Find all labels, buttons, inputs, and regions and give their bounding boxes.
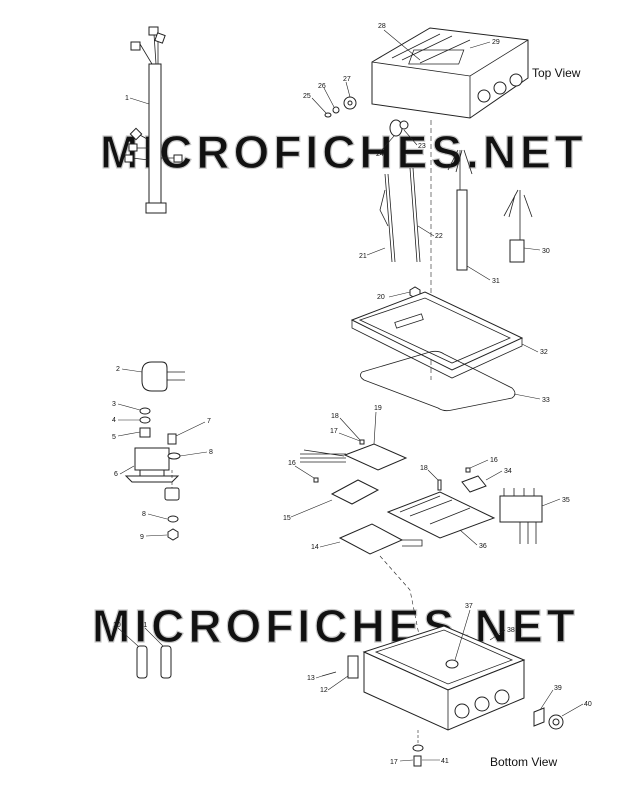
callout-41: 41 [441, 758, 449, 765]
callout-31: 31 [492, 278, 500, 285]
terminal-boot-part [141, 361, 185, 392]
callout-14: 14 [311, 544, 319, 551]
callout-13: 13 [307, 675, 315, 682]
housing-top-view-part [371, 27, 529, 380]
callout-11: 11 [140, 622, 147, 629]
callout-9: 9 [140, 534, 144, 541]
callout-36: 36 [479, 543, 487, 550]
callout-24: 24 [376, 151, 384, 158]
callout-7: 7 [207, 418, 211, 425]
top-view-label: Top View [532, 66, 581, 80]
wiring-harness-part [124, 26, 183, 214]
callout-21: 21 [359, 253, 367, 260]
cable-parts [379, 149, 533, 271]
callout-2: 2 [116, 366, 120, 373]
grommet-hardware-group [324, 96, 409, 137]
callout-18a: 18 [331, 413, 339, 420]
callout-37: 37 [465, 603, 473, 610]
callout-4: 4 [112, 417, 116, 424]
callout-23: 23 [418, 143, 426, 150]
callout-26: 26 [318, 83, 326, 90]
fuse-parts [136, 645, 172, 679]
callout-17a: 17 [330, 428, 338, 435]
callout-19: 19 [374, 405, 382, 412]
callout-16b: 16 [490, 457, 498, 464]
callout-6: 6 [114, 471, 118, 478]
callout-32: 32 [540, 349, 548, 356]
callout-40: 40 [584, 701, 592, 708]
callout-10: 10 [113, 622, 121, 629]
callout-15: 15 [283, 515, 291, 522]
cover-part [350, 291, 524, 379]
callout-17b: 17 [390, 759, 398, 766]
callout-1: 1 [125, 95, 129, 102]
watermark-bottom: MICROFICHES.NET [92, 600, 579, 652]
callout-20: 20 [377, 294, 385, 301]
circuit-board-group [300, 439, 543, 641]
callout-34: 34 [504, 468, 512, 475]
callout-38: 38 [507, 627, 515, 634]
callout-22: 22 [435, 233, 443, 240]
callout-5: 5 [112, 434, 116, 441]
callout-8a: 8 [209, 449, 213, 456]
callout-28: 28 [378, 23, 386, 30]
bottom-view-label: Bottom View [490, 755, 557, 769]
callout-3: 3 [112, 401, 116, 408]
callout-33: 33 [542, 397, 550, 404]
callout-8b: 8 [142, 511, 146, 518]
watermark-top: MICROFICHES.NET [100, 126, 587, 178]
callout-27: 27 [343, 76, 351, 83]
solenoid-hardware-group [124, 407, 181, 541]
callout-29: 29 [492, 39, 500, 46]
callout-16a: 16 [288, 460, 296, 467]
callout-18b: 18 [420, 465, 428, 472]
callout-12: 12 [320, 687, 328, 694]
callout-30: 30 [542, 248, 550, 255]
callout-labels: 1 2 3 4 5 6 7 8 8 9 10 11 12 13 14 15 16… [112, 23, 592, 766]
callout-39: 39 [554, 685, 562, 692]
callout-35: 35 [562, 497, 570, 504]
gasket-part [360, 350, 516, 412]
callout-25: 25 [303, 93, 311, 100]
